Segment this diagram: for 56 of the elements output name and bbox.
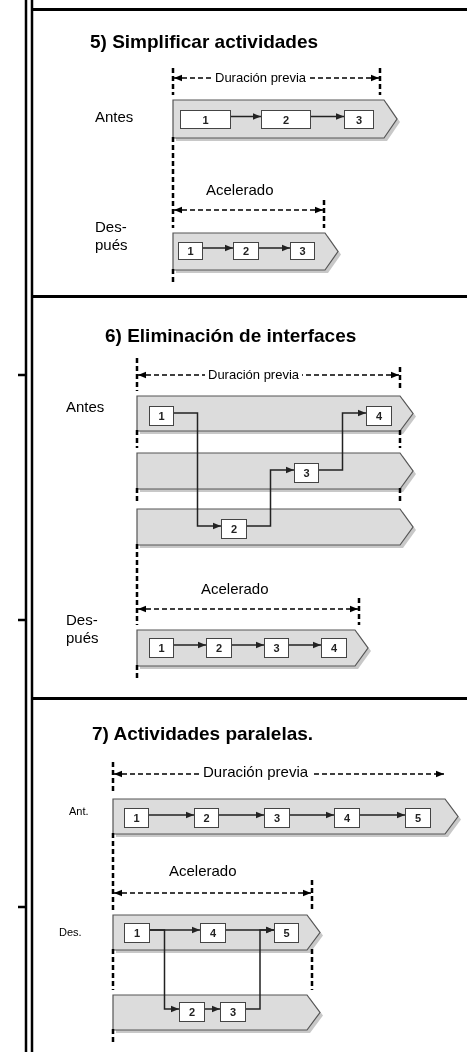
arrow (231, 641, 265, 649)
activity-box: 4 (334, 808, 360, 828)
activity-box: 1 (180, 110, 231, 129)
text-label: Duración previa (212, 70, 310, 86)
arrow (318, 409, 367, 471)
activity-box: 3 (294, 463, 319, 483)
arrow (288, 641, 322, 649)
arrow (230, 113, 262, 120)
activity-box: 2 (194, 808, 219, 828)
section-title: 5) Simplificar actividades (90, 31, 319, 53)
section-title: 7) Actividades paralelas. (92, 723, 314, 745)
chevron-band (173, 233, 338, 270)
activity-box: 1 (124, 808, 149, 828)
arrow (204, 1005, 221, 1013)
activity-box: 4 (366, 406, 392, 426)
arrow (173, 412, 222, 530)
activity-box: 3 (264, 638, 289, 658)
arrow (202, 244, 234, 252)
arrow (289, 811, 335, 819)
activity-box: 3 (220, 1002, 246, 1022)
chevron-band (113, 799, 458, 834)
arrow (173, 641, 207, 649)
chevron-band (137, 453, 413, 489)
activity-box: 3 (344, 110, 374, 129)
arrow (246, 466, 295, 527)
activity-box: 2 (221, 519, 247, 539)
activity-box: 1 (124, 923, 150, 943)
activity-box: 1 (178, 242, 203, 260)
chevron-band (113, 995, 320, 1030)
chevron-band (113, 915, 320, 950)
section-title: 6) Eliminación de interfaces (105, 325, 357, 347)
arrow (218, 811, 265, 819)
activity-box: 2 (233, 242, 259, 260)
activity-box: 3 (290, 242, 315, 260)
arrow (149, 929, 180, 1013)
arrow (148, 811, 195, 819)
activity-box: 2 (179, 1002, 205, 1022)
arrow (258, 244, 291, 252)
arrow (310, 113, 345, 120)
activity-box: 1 (149, 638, 174, 658)
activity-box: 4 (321, 638, 347, 658)
chevron-band (137, 509, 413, 545)
activity-box: 1 (149, 406, 174, 426)
activity-box: 2 (206, 638, 232, 658)
activity-box: 5 (405, 808, 431, 828)
text-label: Duración previa (205, 367, 303, 383)
arrow (359, 811, 406, 819)
chevron-band (137, 396, 413, 431)
activity-box: 2 (261, 110, 311, 129)
activity-box: 5 (274, 923, 299, 943)
text-label: Duración previa (200, 763, 312, 781)
activity-box: 4 (200, 923, 226, 943)
chevron-band (173, 100, 397, 138)
chevron-band (137, 630, 368, 666)
arrow (245, 926, 275, 1010)
activity-box: 3 (264, 808, 290, 828)
